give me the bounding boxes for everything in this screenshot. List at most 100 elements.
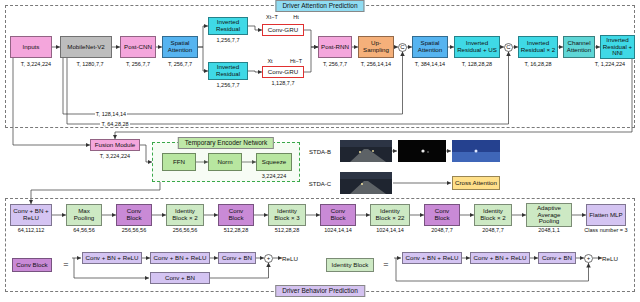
connector — [210, 263, 269, 279]
annotation-label: ReLU — [602, 255, 618, 262]
road-image — [340, 172, 392, 194]
connector — [576, 258, 584, 259]
conv-block-box: Conv Block — [218, 204, 254, 226]
node-text: Conv Block — [219, 208, 253, 222]
annotation-label: T, 256,14,14 — [361, 61, 391, 67]
annotation-label: 2048,7,7 — [431, 227, 452, 233]
connector — [304, 30, 318, 47]
annotation-label: Xt — [267, 58, 272, 64]
annotation-label: 2048,1,1 — [538, 227, 559, 233]
annotation-label: 256,56,56 — [173, 227, 197, 233]
overlay-spot — [475, 150, 478, 153]
layer-box: Conv + BN — [218, 252, 256, 264]
attention-box: Spatial Attention — [162, 36, 198, 58]
edge-label: T, 128,14,14 — [95, 111, 127, 117]
node-text: Conv + BN + ReLU — [403, 255, 461, 262]
annotation-label: 1024,14,14 — [324, 227, 352, 233]
residual-box: Inverted Residual + NNI — [600, 35, 635, 58]
node-text: Conv Block — [425, 208, 459, 222]
identity-block-box: Identity Block — [326, 258, 374, 272]
connector — [198, 26, 208, 47]
connector — [248, 71, 262, 72]
connector — [304, 47, 318, 72]
node-text: Conv + BN + ReLU — [11, 208, 51, 222]
annotation-label: T, 3,224,224 — [100, 153, 130, 159]
cross-attention-box: Cross Attention — [452, 176, 500, 190]
connector — [462, 258, 470, 259]
connector — [102, 215, 116, 216]
layer-box: Conv + BN — [538, 252, 576, 264]
panel-heading: Driver Behavior Prediction — [275, 285, 365, 297]
annotation-label: Class number = 3 — [584, 227, 627, 233]
layer-box: Conv + BN + ReLU — [150, 252, 210, 264]
car-light — [372, 150, 374, 152]
conv-block-box: Conv Block — [116, 204, 152, 226]
annotation-label: T, 1,224,224 — [595, 61, 625, 67]
car-light — [359, 151, 361, 153]
flow-arrow — [392, 151, 397, 152]
residual-box: Inverted Residual + US — [454, 36, 500, 58]
circle-shape — [265, 254, 273, 262]
annotation-label: 512,28,28 — [275, 227, 299, 233]
annotation-label: 64,112,112 — [18, 227, 45, 233]
annotation-label: 1,128,7,7 — [272, 80, 295, 86]
node-text: Conv + BN + ReLU — [471, 255, 529, 262]
annotation-label: Ht−T — [290, 58, 302, 64]
connector — [254, 215, 268, 216]
node-text: C — [504, 44, 513, 50]
illustrations — [72, 140, 602, 281]
node-text: Conv-GRU — [263, 27, 303, 34]
annotation-label: 256,56,56 — [122, 227, 146, 233]
road-sky — [340, 172, 392, 179]
road-image — [340, 140, 392, 162]
connector — [248, 26, 262, 30]
connector — [530, 258, 538, 259]
node-text: Squeeze — [257, 159, 291, 166]
annotation-label: T, 384,14,14 — [415, 61, 445, 67]
node-text: Conv Block — [13, 262, 51, 269]
connector — [500, 47, 504, 48]
circle-shape — [399, 43, 407, 51]
node-text: Conv + BN — [219, 255, 255, 262]
circle-shape — [585, 254, 593, 262]
road-surface — [350, 181, 386, 194]
node-text: Identity Block × 22 — [371, 208, 409, 222]
annotation-label: T, 256,7,7 — [126, 61, 150, 67]
annotation-label: T, 1280,7,7 — [76, 61, 103, 67]
node-text: Inverted Residual — [209, 19, 247, 33]
flow-arrow — [393, 183, 451, 184]
annotation-label: T, 3,224,224 — [21, 61, 51, 67]
encoder-box: Norm — [208, 153, 242, 171]
input-stub — [72, 258, 81, 259]
node-text: Conv Block — [321, 208, 355, 222]
connector — [13, 58, 90, 145]
connector — [394, 47, 398, 48]
annotation-label: T, 16,28,28 — [524, 61, 551, 67]
car-light — [361, 183, 363, 185]
node-text: Inputs — [11, 44, 51, 51]
node-text: Identity Block × 2 — [167, 208, 203, 222]
node-text: Inverted Residual × 2 — [519, 40, 557, 54]
behavior-panel: Driver Behavior PredictionConv + BN + Re… — [5, 198, 635, 292]
sum-circle: + — [264, 254, 273, 263]
connector — [142, 258, 150, 259]
connector — [356, 215, 370, 216]
node-text: Identity Block × 2 — [475, 208, 511, 222]
conv-block-box: Conv Block — [320, 204, 356, 226]
layer-box: Conv + BN — [150, 272, 210, 284]
node-text: Up-Sampling — [359, 40, 393, 54]
node-text: Post-CNN — [121, 44, 155, 51]
node-text: Fusion Module — [91, 142, 139, 149]
annotation-label: Xt−T — [266, 14, 278, 20]
connectors — [13, 26, 632, 278]
annotation-label: 64,56,56 — [73, 227, 94, 233]
node-text: Norm — [209, 159, 241, 166]
connector — [112, 47, 120, 48]
connector — [63, 52, 403, 115]
node-text: Conv + BN — [151, 275, 209, 282]
annotation-label: 2048,7,7 — [482, 227, 503, 233]
node-text: Conv-GRU — [263, 69, 303, 76]
node-text: Conv + BN — [539, 255, 575, 262]
layer-box: Conv + BN + ReLU — [10, 204, 52, 226]
